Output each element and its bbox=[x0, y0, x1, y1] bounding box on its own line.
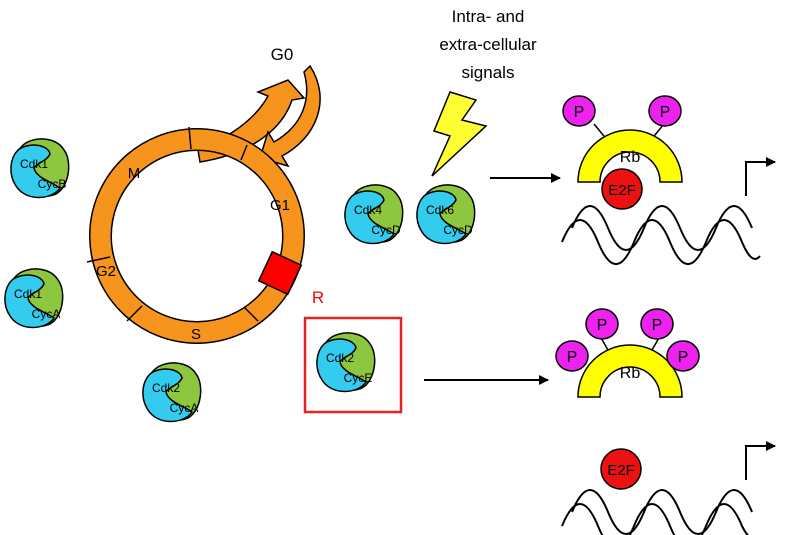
e2f-label-free: E2F bbox=[607, 462, 635, 479]
phase-g2-label: G2 bbox=[96, 263, 116, 280]
dna-helix-bottom bbox=[561, 489, 753, 535]
transcription-arrow-bottom bbox=[745, 441, 776, 480]
cdk-label: Cdk1 bbox=[14, 287, 42, 301]
phosphate-free-4 bbox=[666, 340, 700, 372]
lightning-bolt-icon bbox=[431, 91, 488, 177]
g0-label: G0 bbox=[271, 45, 294, 64]
phosphate-label: P bbox=[574, 104, 585, 121]
cyclin-label: CycA bbox=[170, 401, 199, 415]
phase-g1-label: G1 bbox=[270, 197, 290, 214]
complex-cdk2-cyce: Cdk2 CycE bbox=[316, 332, 376, 393]
highlight-box bbox=[303, 316, 403, 414]
complex-cdk1-cycb: Cdk1 CycB bbox=[10, 138, 70, 199]
cell-cycle-ring bbox=[86, 126, 305, 344]
signals-line-3: signals bbox=[462, 63, 515, 82]
cyclin-label: CycD bbox=[443, 223, 473, 237]
cdk-label: Cdk1 bbox=[20, 157, 48, 171]
complex-cdk4-cycd: Cdk4 CycD bbox=[344, 184, 404, 245]
rb-protein-top bbox=[577, 129, 683, 183]
signals-line-2: extra-cellular bbox=[439, 35, 537, 54]
restriction-point-label: R bbox=[312, 288, 324, 307]
phosphate-label: P bbox=[660, 104, 671, 121]
phosphate-free-3 bbox=[555, 340, 589, 372]
phosphate-label: P bbox=[567, 349, 578, 366]
phosphate-label: P bbox=[678, 349, 689, 366]
phase-s-label: S bbox=[191, 326, 201, 343]
cdk-label: Cdk2 bbox=[152, 381, 180, 395]
complex-cdk1-cyca: Cdk1 CycA bbox=[4, 268, 64, 329]
phosphate-label: P bbox=[652, 317, 663, 334]
rb-label-free: Rb bbox=[620, 365, 641, 382]
cdk-label: Cdk6 bbox=[426, 203, 454, 217]
complex-cdk2-cyca: Cdk2 CycA bbox=[142, 362, 202, 423]
phase-m-label: M bbox=[128, 165, 141, 182]
phosphate-top-left bbox=[562, 95, 596, 127]
e2f-protein-free bbox=[600, 448, 642, 490]
dna-helix-top bbox=[561, 205, 761, 265]
signals-line-1: Intra- and bbox=[452, 7, 525, 26]
cdk-label: Cdk4 bbox=[354, 203, 382, 217]
e2f-label-top: E2F bbox=[608, 182, 636, 199]
phosphate-free-2 bbox=[640, 308, 674, 340]
e2f-protein-top bbox=[601, 168, 643, 210]
transcription-arrow-top bbox=[745, 157, 776, 196]
cyclin-label: CycE bbox=[344, 371, 373, 385]
cyclin-label: CycA bbox=[32, 307, 61, 321]
phosphate-top-right bbox=[648, 95, 682, 127]
cdk-label: Cdk2 bbox=[326, 351, 354, 365]
cyclin-label: CycD bbox=[371, 223, 401, 237]
phosphate-free-1 bbox=[585, 308, 619, 340]
rb-protein-free bbox=[577, 344, 683, 398]
complex-cdk6-cycd: Cdk6 CycD bbox=[416, 184, 476, 245]
phosphate-label: P bbox=[597, 317, 608, 334]
restriction-point-marker bbox=[257, 250, 303, 296]
signals-label: Intra- and extra-cellular signals bbox=[439, 7, 537, 82]
rb-label-top: Rb bbox=[620, 149, 641, 166]
cyclin-label: CycB bbox=[38, 177, 67, 191]
